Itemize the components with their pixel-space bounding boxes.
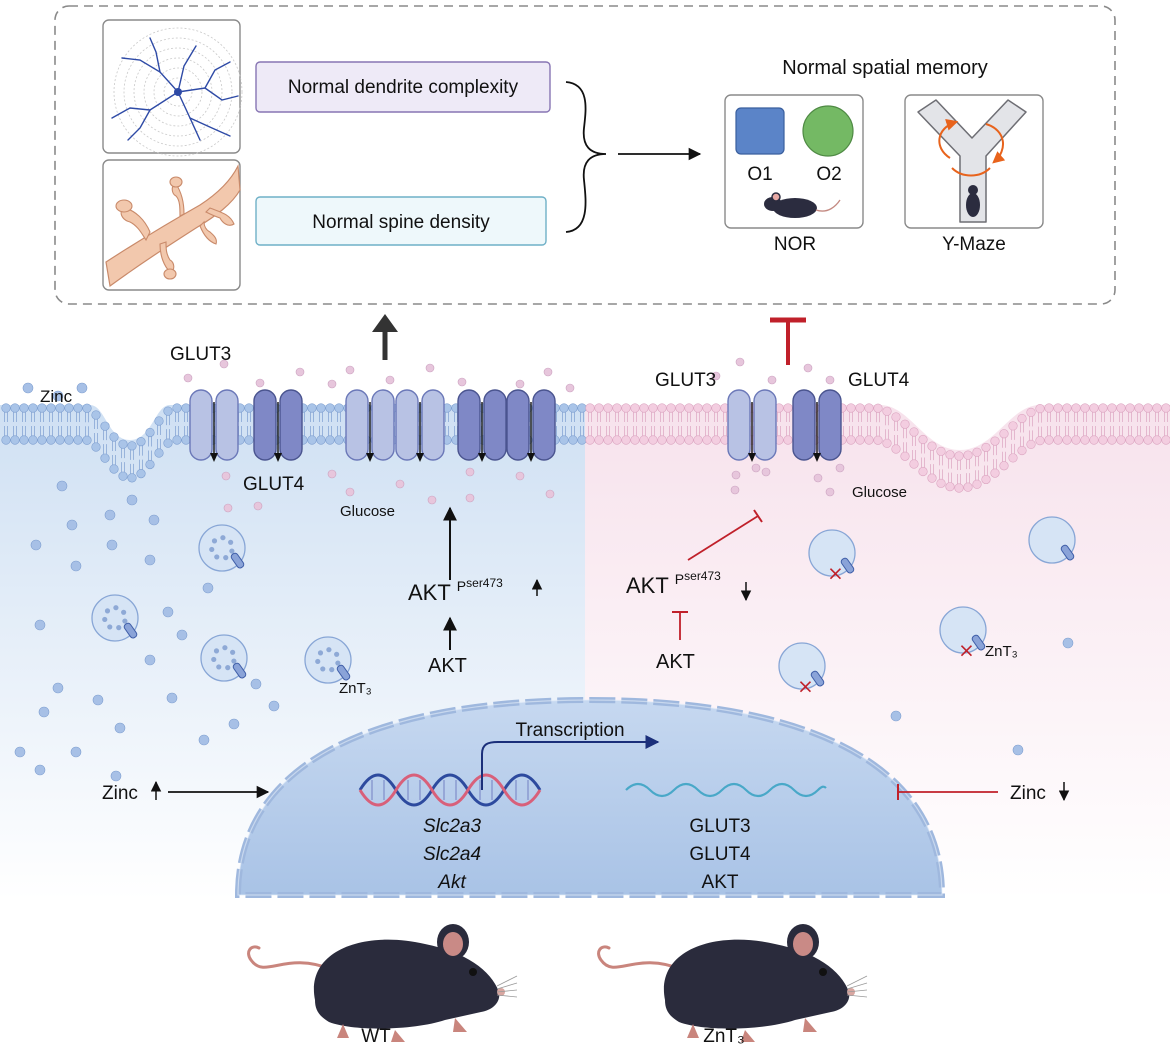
memory-title: Normal spatial memory bbox=[782, 57, 988, 79]
dna-helix-icon bbox=[358, 773, 542, 807]
transcription-label: Transcription bbox=[515, 720, 624, 741]
left-glucose-label: Glucose bbox=[340, 503, 395, 520]
top-panel: Normal dendrite complexity Normal spine … bbox=[54, 5, 1116, 305]
object-o2-label: O2 bbox=[816, 164, 841, 185]
right-akt: AKT bbox=[656, 651, 695, 673]
ymaze-test bbox=[904, 94, 1044, 229]
mrna-wave-icon bbox=[625, 782, 827, 798]
memory-effect-arrows bbox=[372, 314, 806, 365]
znt3-mouse-icon bbox=[597, 924, 868, 1042]
object-o2-circle bbox=[802, 105, 854, 157]
spine-label-box bbox=[255, 196, 547, 246]
protein-akt: AKT bbox=[702, 872, 739, 893]
ymaze-label: Y-Maze bbox=[942, 234, 1006, 255]
dendrite-label: Normal dendrite complexity bbox=[288, 77, 519, 98]
right-znt3-label: ZnT₃ bbox=[985, 643, 1018, 660]
zinc-label: Zinc bbox=[40, 387, 73, 406]
znt3-mouse-label: ZnT₃ bbox=[703, 1026, 745, 1047]
gene-akt: Akt bbox=[437, 872, 466, 893]
nor-mouse-icon bbox=[764, 192, 841, 218]
protein-glut3: GLUT3 bbox=[689, 816, 750, 837]
znt3-vesicles bbox=[91, 516, 1076, 693]
gene-slc2a3: Slc2a3 bbox=[423, 816, 482, 837]
nor-test: O1 O2 bbox=[724, 94, 864, 229]
dendrite-label-box bbox=[255, 61, 551, 113]
glucose-transporters bbox=[189, 389, 842, 462]
left-glut3-label: GLUT3 bbox=[170, 344, 231, 365]
zinc-up-label: Zinc bbox=[102, 783, 138, 804]
glucose-molecules bbox=[183, 357, 845, 513]
left-glut4-label: GLUT4 bbox=[243, 474, 305, 495]
gene-slc2a4: Slc2a4 bbox=[423, 844, 481, 865]
nucleus: Transcription Slc2a3 Slc2a4 Akt GLUT3 GL… bbox=[234, 696, 946, 898]
dendrite-image bbox=[102, 19, 243, 157]
spine-label: Normal spine density bbox=[312, 212, 490, 233]
right-glut4-label: GLUT4 bbox=[848, 370, 910, 391]
spine-image bbox=[102, 159, 241, 291]
object-o1-label: O1 bbox=[747, 164, 772, 185]
object-o1-square bbox=[735, 107, 785, 155]
right-glut3-label: GLUT3 bbox=[655, 370, 716, 391]
brace bbox=[565, 81, 607, 233]
left-znt3-label: ZnT₃ bbox=[339, 680, 372, 697]
right-glucose-label: Glucose bbox=[852, 484, 907, 501]
protein-glut4: GLUT4 bbox=[689, 844, 751, 865]
ymaze-mouse-icon bbox=[966, 185, 980, 217]
wt-label: WT bbox=[361, 1026, 391, 1047]
zinc-regulation: Zinc Zinc bbox=[102, 780, 1070, 804]
nor-label: NOR bbox=[774, 234, 816, 255]
zinc-down-label: Zinc bbox=[1010, 783, 1046, 804]
left-akt: AKT bbox=[428, 655, 467, 677]
wt-mouse-icon bbox=[247, 924, 518, 1042]
transcription-arrow bbox=[481, 735, 660, 790]
